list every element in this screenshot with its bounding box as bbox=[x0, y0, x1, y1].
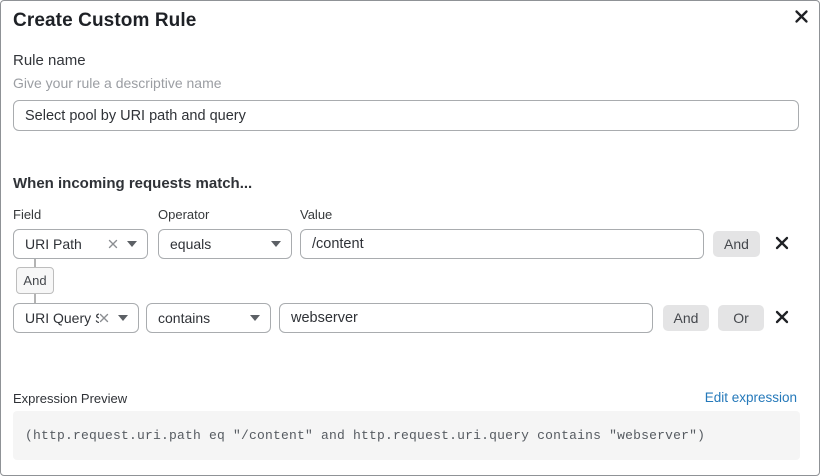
add-and-button-row1[interactable]: And bbox=[713, 231, 760, 257]
close-button[interactable] bbox=[792, 9, 810, 27]
connector-line-top bbox=[34, 259, 36, 267]
field-select-row1[interactable]: URI Path bbox=[13, 229, 148, 259]
rule-name-label: Rule name bbox=[13, 52, 86, 69]
chevron-down-icon bbox=[271, 241, 281, 247]
clear-field-icon[interactable] bbox=[99, 313, 109, 323]
value-input-row1[interactable] bbox=[300, 229, 704, 259]
field-column-label: Field bbox=[13, 207, 42, 222]
rule-name-helper-text: Give your rule a descriptive name bbox=[13, 75, 222, 91]
chevron-down-icon bbox=[250, 315, 260, 321]
value-column-label: Value bbox=[300, 207, 333, 222]
edit-expression-link[interactable]: Edit expression bbox=[704, 390, 797, 405]
operator-select-row2-value: contains bbox=[158, 310, 211, 326]
add-and-button-row2[interactable]: And bbox=[663, 305, 709, 331]
delete-icon bbox=[775, 310, 789, 327]
value-input-row2[interactable] bbox=[279, 303, 653, 333]
chevron-down-icon bbox=[127, 241, 137, 247]
and-connector-badge: And bbox=[16, 267, 54, 294]
operator-select-row1-value: equals bbox=[170, 236, 212, 252]
close-icon bbox=[794, 9, 809, 27]
field-select-row2-value: URI Query St... bbox=[25, 310, 99, 326]
expression-preview-box: (http.request.uri.path eq "/content" and… bbox=[13, 411, 800, 460]
delete-icon bbox=[775, 236, 789, 253]
operator-select-row1[interactable]: equals bbox=[158, 229, 292, 259]
match-section-heading: When incoming requests match... bbox=[13, 175, 253, 192]
operator-column-label: Operator bbox=[158, 207, 210, 222]
rule-name-input[interactable] bbox=[13, 100, 799, 131]
remove-row1-button[interactable] bbox=[773, 235, 791, 253]
field-select-row1-value: URI Path bbox=[25, 236, 82, 252]
expression-preview-label: Expression Preview bbox=[13, 391, 128, 406]
page-title: Create Custom Rule bbox=[13, 10, 197, 31]
clear-field-icon[interactable] bbox=[108, 239, 118, 249]
field-select-row2[interactable]: URI Query St... bbox=[13, 303, 139, 333]
operator-select-row2[interactable]: contains bbox=[146, 303, 271, 333]
add-or-button-row2[interactable]: Or bbox=[718, 305, 764, 331]
expression-text: (http.request.uri.path eq "/content" and… bbox=[25, 428, 706, 443]
chevron-down-icon bbox=[118, 315, 128, 321]
connector-line-bottom bbox=[34, 294, 36, 303]
remove-row2-button[interactable] bbox=[773, 309, 791, 327]
